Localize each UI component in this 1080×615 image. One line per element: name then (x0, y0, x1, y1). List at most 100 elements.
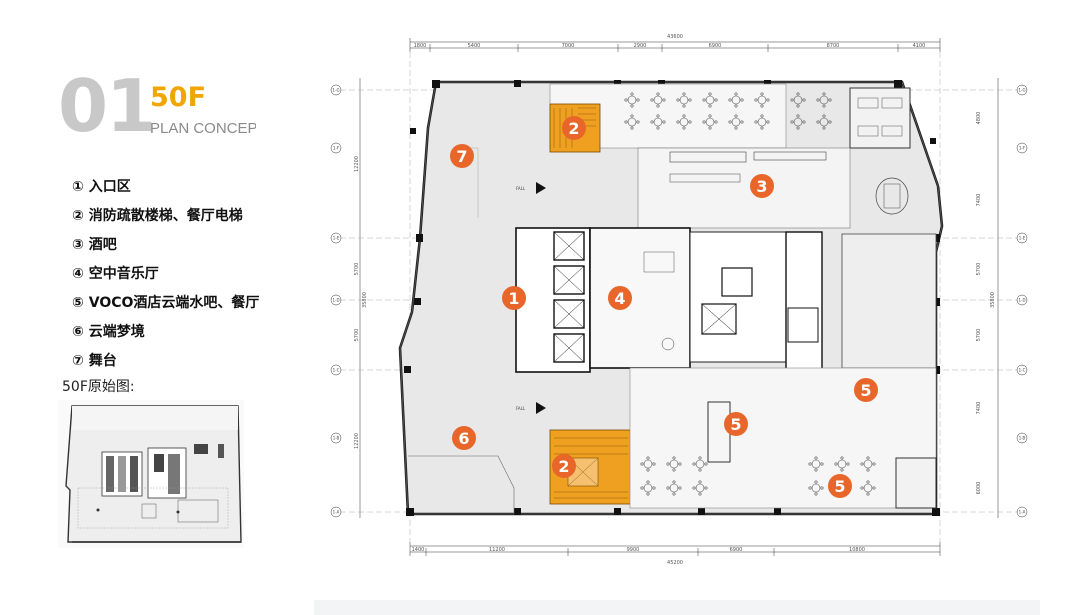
axis-bubble (330, 84, 342, 96)
zone-marker-number: 7 (456, 147, 467, 166)
dim-bottom-4: 10800 (849, 547, 865, 553)
chair-mark (822, 104, 826, 108)
chair-mark (704, 462, 708, 466)
chair-mark (676, 98, 680, 102)
dim-left-0: 12200 (354, 156, 360, 172)
chair-mark (646, 456, 650, 460)
dim-bottom-2: 9900 (627, 547, 640, 553)
chair-mark (740, 120, 744, 124)
axis-label: 1-D (1018, 298, 1025, 303)
chair-mark (822, 92, 826, 96)
legend-item-stage: ⑦ 舞台 (72, 353, 117, 369)
chair-mark (760, 114, 764, 118)
chair-mark (814, 456, 818, 460)
chair-mark (796, 114, 800, 118)
chair-mark (872, 486, 876, 490)
chair-mark (790, 98, 794, 102)
legend-list: ① 入口区 ② 消防疏散楼梯、餐厅电梯 ③ 酒吧 ④ 空中音乐厅 ⑤ VOCO酒… (72, 176, 276, 379)
chair-mark (728, 98, 732, 102)
axis-bubble (1016, 142, 1028, 154)
chair-mark (672, 480, 676, 484)
zone-marker-number: 1 (508, 289, 519, 308)
zone-marker-number: 6 (458, 429, 469, 448)
axis-label: 1-C (333, 368, 340, 373)
chair-mark (802, 120, 806, 124)
dim-right-4: 7400 (976, 402, 982, 415)
chair-mark (672, 492, 676, 496)
chair-mark (708, 126, 712, 130)
chair-mark (656, 92, 660, 96)
chair-mark (820, 486, 824, 490)
chair-mark (734, 114, 738, 118)
axis-bubble (330, 294, 342, 306)
chair-mark (704, 486, 708, 490)
zone-marker (724, 412, 748, 436)
dim-top-2: 7000 (562, 43, 575, 49)
chair-mark (672, 468, 676, 472)
table-mark (731, 95, 741, 105)
axis-bubble (330, 364, 342, 376)
table-mark (793, 117, 803, 127)
zone-marker-number: 3 (756, 177, 767, 196)
chair-mark (866, 492, 870, 496)
dim-right-1: 7400 (976, 194, 982, 207)
chair-mark (872, 462, 876, 466)
chair-mark (840, 456, 844, 460)
table-mark (731, 117, 741, 127)
chair-mark (698, 468, 702, 472)
chair-mark (682, 126, 686, 130)
chair-mark (828, 120, 832, 124)
chair-mark (814, 492, 818, 496)
axis-label: 1-C (1019, 368, 1026, 373)
zone-marker-number: 5 (834, 477, 845, 496)
axis-label: 1-D (332, 298, 339, 303)
table-mark (757, 117, 767, 127)
dim-left-1: 5700 (354, 263, 360, 276)
table-mark (819, 95, 829, 105)
axis-label: 1-G (1018, 88, 1025, 93)
chair-mark (666, 462, 670, 466)
chair-mark (672, 456, 676, 460)
chair-mark (656, 126, 660, 130)
footer-strip (314, 600, 1040, 615)
chair-mark (840, 468, 844, 472)
dim-top-5: 8700 (827, 43, 840, 49)
chair-mark (656, 104, 660, 108)
table-mark (863, 483, 873, 493)
dim-right-3: 5700 (976, 329, 982, 342)
table-mark (679, 95, 689, 105)
zone-marker (562, 116, 586, 140)
chair-mark (822, 114, 826, 118)
chair-mark (866, 468, 870, 472)
chair-mark (646, 492, 650, 496)
dim-top-3: 2900 (634, 43, 647, 49)
axis-label: 1-A (1019, 510, 1026, 515)
dim-top-1: 5400 (468, 43, 481, 49)
chair-mark (678, 486, 682, 490)
chair-mark (734, 126, 738, 130)
legend-item-water-bar: ⑤ VOCO酒店云端水吧、餐厅 (72, 295, 260, 311)
chair-mark (682, 114, 686, 118)
chair-mark (714, 120, 718, 124)
chair-mark (708, 104, 712, 108)
table-mark (705, 95, 715, 105)
chair-mark (760, 104, 764, 108)
chair-mark (662, 120, 666, 124)
chair-mark (828, 98, 832, 102)
chair-mark (630, 114, 634, 118)
chair-mark (808, 462, 812, 466)
chair-mark (650, 98, 654, 102)
table-mark (669, 483, 679, 493)
axis-label: 1-F (333, 146, 340, 151)
chair-mark (834, 462, 838, 466)
dim-left-2: 5700 (354, 329, 360, 342)
chair-mark (652, 486, 656, 490)
chair-mark (698, 492, 702, 496)
zone-marker-number: 4 (614, 289, 625, 308)
legend-item-bar: ③ 酒吧 (72, 237, 117, 253)
chair-mark (688, 120, 692, 124)
table-mark (695, 459, 705, 469)
table-mark (679, 117, 689, 127)
chair-mark (630, 126, 634, 130)
dim-bottom-0: 1400 (412, 547, 425, 553)
